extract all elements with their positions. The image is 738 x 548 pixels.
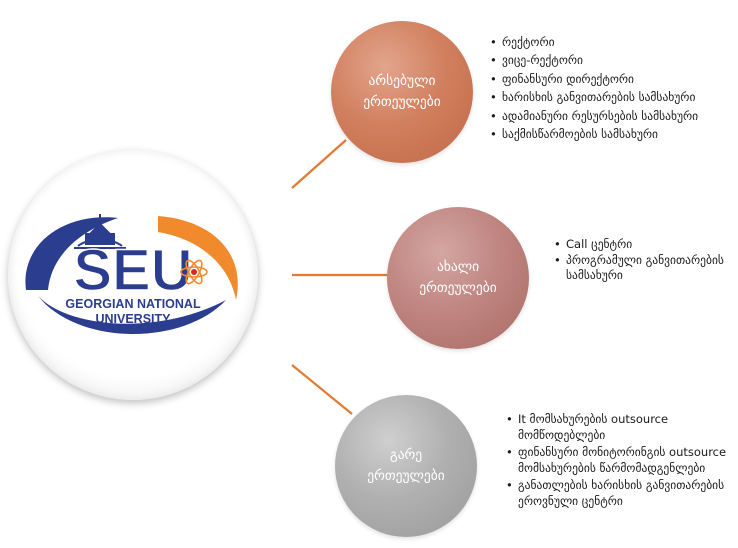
existing-units-title-line1: არსებული: [368, 73, 436, 89]
external-units-title-line2: ერთეულები: [367, 468, 445, 484]
external-units-circle: გარე ერთეულები: [335, 395, 477, 537]
logo-swoosh-orange: [158, 216, 238, 300]
atom-icon: [180, 259, 208, 285]
logo-line1: GEORGIAN NATIONAL: [65, 297, 201, 311]
list-item: ვიცე-რექტორი: [489, 51, 734, 70]
list-item: განათლების ხარისხის განვითარების ეროვნულ…: [505, 478, 733, 509]
logo-swoosh-lower: [38, 296, 226, 335]
list-item: ხარისხის განვითარების სამსახური: [489, 88, 734, 107]
building-icon: [74, 214, 126, 249]
university-logo: SEU GEORGIAN NATIONAL UNIVERSITY: [25, 214, 238, 335]
external-units-title: გარე ერთეულები: [367, 445, 445, 487]
list-item: საქმისწარმოების სამსახური: [489, 125, 734, 144]
logo-mark: SEU: [73, 238, 192, 303]
new-units-title-line1: ახალი: [436, 259, 480, 275]
existing-units-title: არსებული ერთეულები: [363, 71, 441, 113]
connector-bottom: [291, 364, 353, 415]
new-units-title: ახალი ერთეულები: [419, 257, 497, 299]
university-logo-circle: SEU GEORGIAN NATIONAL UNIVERSITY: [8, 150, 258, 400]
list-item: პროგრამული განვითარების სამსახური: [553, 253, 735, 284]
logo-swoosh-outer: [25, 217, 119, 290]
list-item: Call ცენტრი: [553, 237, 735, 253]
list-item: ფინანსური დირექტორი: [489, 70, 734, 89]
external-units-title-line1: გარე: [389, 447, 423, 463]
new-units-circle: ახალი ერთეულები: [387, 207, 529, 349]
list-item: რექტორი: [489, 33, 734, 52]
logo-line2: UNIVERSITY: [95, 312, 171, 326]
connector-top: [291, 139, 347, 189]
list-item: ფინანსური მონიტორინგის outsource მომსახუ…: [505, 445, 733, 476]
new-units-list: Call ცენტრი პროგრამული განვითარების სამს…: [553, 237, 735, 284]
existing-units-list: რექტორი ვიცე-რექტორი ფინანსური დირექტორი…: [489, 33, 734, 144]
list-item: ადამიანური რესურსების სამსახური: [489, 107, 734, 126]
existing-units-circle: არსებული ერთეულები: [331, 21, 473, 163]
new-units-title-line2: ერთეულები: [419, 280, 497, 296]
list-item: It მომსახურების outsource მომწოდებლები: [505, 412, 733, 443]
external-units-list: It მომსახურების outsource მომწოდებლები ფ…: [505, 412, 733, 511]
existing-units-title-line2: ერთეულები: [363, 94, 441, 110]
